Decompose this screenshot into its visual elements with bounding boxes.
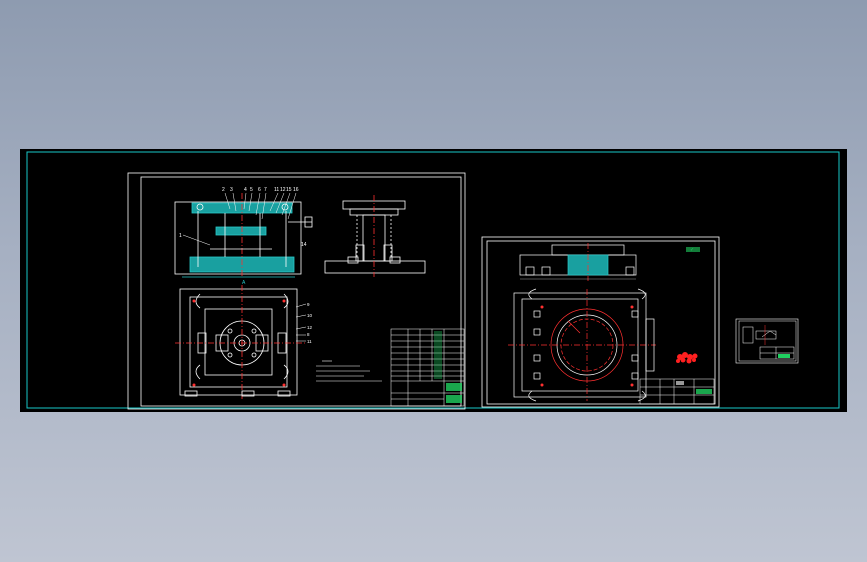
part-label: 16	[293, 187, 299, 193]
section-label: A	[242, 280, 246, 286]
sheet-part-drawing[interactable]: ✓	[481, 236, 720, 408]
part-label: 8	[307, 332, 310, 337]
sheet-assembly[interactable]: 2 3 4 5 6 7 11 12 15 16 1 14 A	[127, 172, 466, 410]
cad-drawing-canvas[interactable]: 2 3 4 5 6 7 11 12 15 16 1 14 A	[20, 149, 847, 412]
sheet-2-outer-border	[481, 236, 720, 408]
sheet-3-content	[742, 325, 795, 360]
part-label: 10	[307, 313, 313, 318]
sheet-3-inner-border	[738, 320, 797, 362]
sheet-thumbnail[interactable]	[735, 318, 799, 364]
front-section-view	[174, 193, 313, 278]
part-label: 11	[307, 339, 312, 344]
title-block-sheet-1	[390, 328, 465, 407]
model-space-border	[26, 151, 840, 409]
part-label: 3	[230, 187, 233, 193]
part-label: 14	[301, 242, 307, 248]
sheet-1-outer-border	[127, 172, 466, 410]
sheet-2-inner-border	[486, 240, 716, 405]
top-view-leaders	[295, 303, 307, 342]
part-label: 7	[264, 187, 267, 193]
part-label: 12	[280, 187, 286, 193]
technical-notes	[316, 360, 382, 382]
part-label: 12	[307, 325, 313, 330]
roughness-box	[686, 247, 700, 252]
top-view-labels: 9 10 12 8 11	[307, 302, 313, 344]
part-label: 11	[274, 187, 279, 193]
part-number-labels: 2 3 4 5 6 7 11 12 15 16 1 14 A	[179, 187, 307, 286]
revision-cloud	[676, 352, 698, 364]
part-plan-view	[508, 288, 656, 402]
part-label: 5	[250, 187, 253, 193]
part-label: 1	[179, 233, 182, 239]
part-label: 15	[286, 187, 292, 193]
side-view	[324, 195, 426, 277]
cad-viewport[interactable]: 2 3 4 5 6 7 11 12 15 16 1 14 A	[20, 149, 847, 412]
part-label: 2	[222, 187, 225, 193]
part-label: 6	[258, 187, 261, 193]
title-block-sheet-2	[639, 378, 715, 405]
top-view	[175, 285, 305, 399]
sheet-1-inner-border	[140, 176, 462, 407]
sheet-3-outer-border	[735, 318, 799, 364]
part-label: 9	[307, 302, 310, 307]
part-label: 4	[244, 187, 247, 193]
balloon-leaders	[182, 192, 297, 246]
part-elevation-view	[519, 243, 637, 281]
